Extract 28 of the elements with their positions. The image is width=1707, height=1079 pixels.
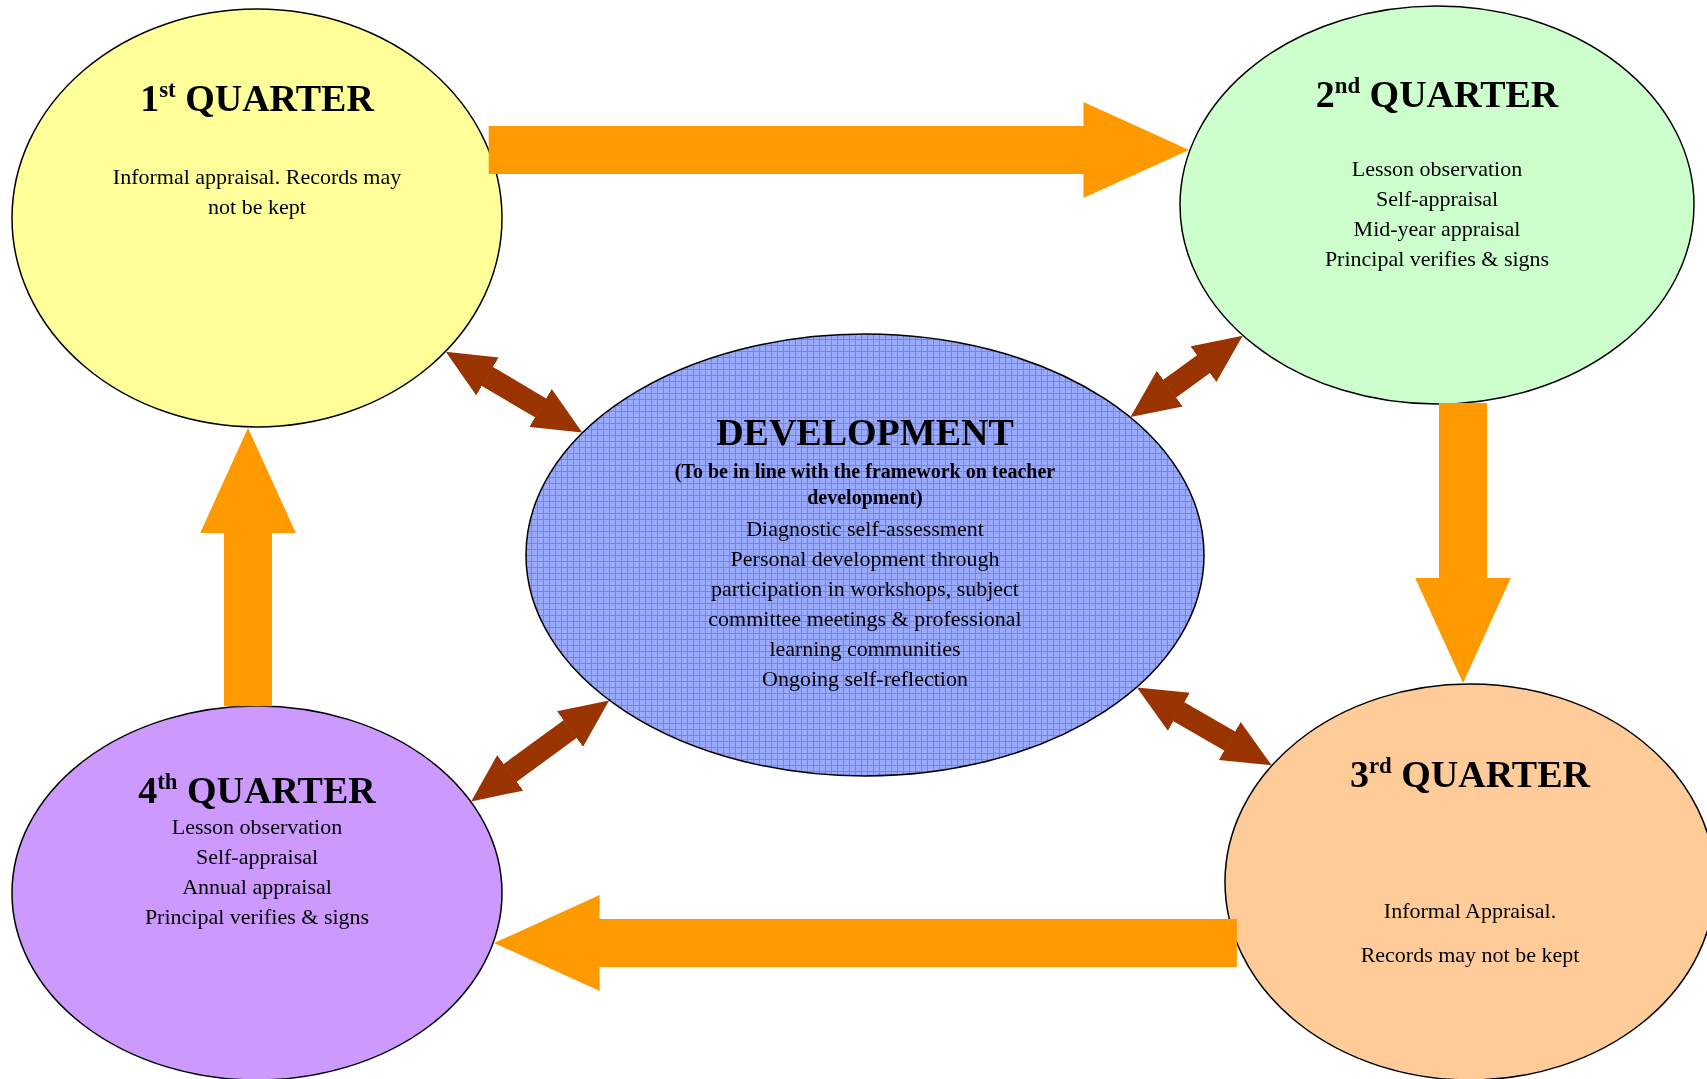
block-arrow xyxy=(1130,335,1243,418)
block-arrow xyxy=(200,427,296,707)
description-text: Records may not be kept xyxy=(1359,941,1581,969)
block-arrow xyxy=(445,351,583,433)
description-text: Self-appraisal xyxy=(1374,185,1500,213)
description-text: Lesson observation xyxy=(170,813,344,841)
description-text: Self-appraisal xyxy=(194,843,320,871)
description-text: Principal verifies & signs xyxy=(143,903,371,931)
development-heading: DEVELOPMENT xyxy=(715,410,1015,454)
description-text: Lesson observation xyxy=(1350,155,1524,183)
block-arrow xyxy=(494,895,1237,991)
quarter-heading: 3$^{rd}$ QUARTER xyxy=(1349,752,1592,796)
block-arrow xyxy=(1136,687,1272,766)
description-text: Annual appraisal xyxy=(181,873,333,901)
description-text: Informal appraisal. Records may not be kept xyxy=(111,163,403,221)
quarter-heading: 4$^{th}$ QUARTER xyxy=(137,768,377,812)
quarter-heading: 1$^{st}$ QUARTER xyxy=(139,76,376,120)
block-arrow xyxy=(1415,403,1511,684)
block-arrow xyxy=(488,102,1190,198)
description-text: (To be in line with the framework on teacher development) xyxy=(673,459,1057,510)
description-text: Personal development through participation in workshops, subject committee meetings & professional learning communities xyxy=(707,545,1023,663)
block-arrow xyxy=(471,700,610,802)
quarter-heading: 2$^{nd}$ QUARTER xyxy=(1314,72,1560,116)
description-text: Principal verifies & signs xyxy=(1323,245,1551,273)
description-text: Informal Appraisal. xyxy=(1382,897,1558,925)
description-text: Mid-year appraisal xyxy=(1352,215,1522,243)
description-text: Diagnostic self-assessment xyxy=(745,515,985,543)
description-text: Ongoing self-reflection xyxy=(761,665,969,693)
